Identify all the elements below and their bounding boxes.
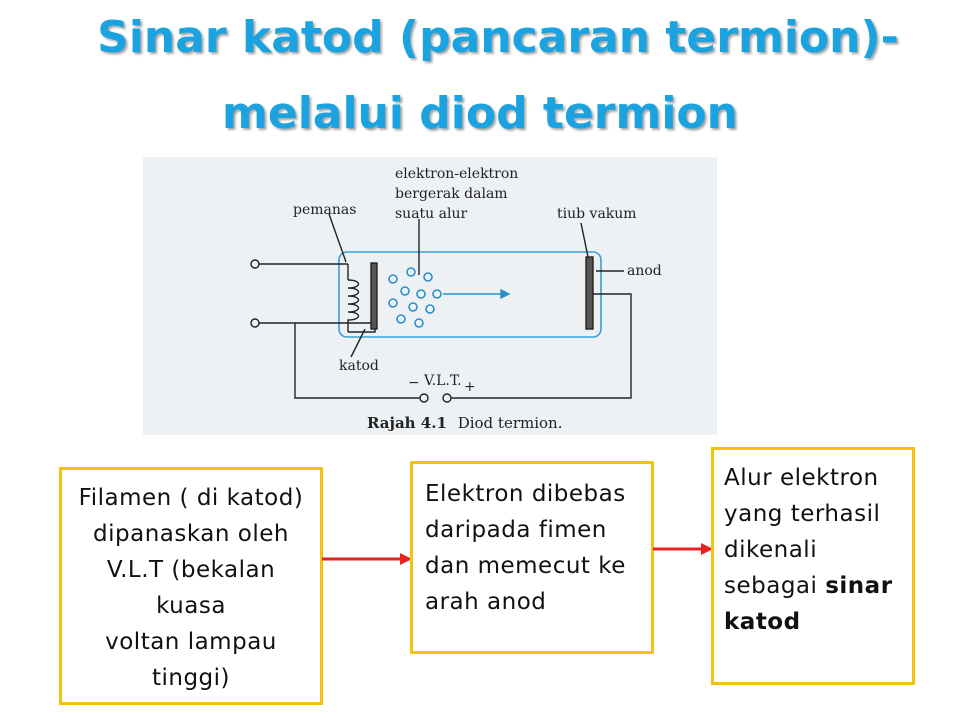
- label-anode: anod: [627, 263, 662, 279]
- electron: [423, 272, 433, 282]
- electron: [425, 304, 435, 314]
- electron: [388, 274, 398, 284]
- electron: [416, 289, 426, 299]
- label-electrons-2: bergerak dalam: [395, 186, 508, 202]
- title-line-2: melalui diod termion: [222, 88, 738, 139]
- electron: [388, 298, 398, 308]
- vlt-minus-terminal: [419, 393, 429, 403]
- label-electrons-1: elektron-elektron: [395, 166, 518, 182]
- title-line-1: Sinar katod (pancaran termion)-: [97, 12, 899, 63]
- anode-plate: [585, 256, 594, 330]
- step-box-2: Elektron dibebas daripada fimen dan meme…: [410, 461, 654, 654]
- diode-diagram: pemanas elektron-elektron bergerak dalam…: [250, 166, 662, 432]
- arrow-1-icon: [322, 553, 412, 565]
- cathode-plate: [370, 262, 378, 330]
- electron: [432, 289, 442, 299]
- svg-text:Rajah 4.1 Diod termion: Rajah 4.1 Diod termion.: [367, 414, 562, 432]
- label-vlt: V.L.T.: [423, 373, 462, 389]
- label-cathode: katod: [339, 358, 379, 374]
- electron: [400, 286, 410, 296]
- step-box-3: Alur elektron yang terhasil dikenali seb…: [711, 447, 915, 685]
- label-heater: pemanas: [293, 202, 356, 218]
- heater-coil: [347, 279, 360, 326]
- electron: [396, 314, 406, 324]
- electron: [408, 302, 418, 312]
- label-minus: −: [408, 375, 420, 391]
- vlt-plus-terminal: [442, 393, 452, 403]
- label-vacuum-tube: tiub vakum: [557, 206, 637, 222]
- step-1-text: Filamen ( di katod) dipanaskan oleh V.L.…: [78, 485, 304, 691]
- terminal-bottom: [250, 318, 260, 328]
- figure-caption-text: Diod termion.: [458, 414, 563, 432]
- electron: [414, 318, 424, 328]
- terminal-top: [250, 259, 260, 269]
- label-electrons-3: suatu alur: [395, 206, 467, 222]
- diode-figure: pemanas elektron-elektron bergerak dalam…: [143, 157, 717, 435]
- cathode-ray-term: sinar katod: [724, 573, 893, 635]
- figure-caption-ref: Rajah 4.1: [367, 414, 447, 432]
- step-3-text: Alur elektron yang terhasil dikenali seb…: [724, 465, 881, 599]
- label-plus: +: [464, 379, 476, 395]
- arrow-2-icon: [653, 543, 713, 555]
- electron: [406, 267, 416, 277]
- step-2-text: Elektron dibebas daripada fimen dan meme…: [425, 481, 626, 615]
- step-box-1: Filamen ( di katod) dipanaskan oleh V.L.…: [59, 467, 323, 705]
